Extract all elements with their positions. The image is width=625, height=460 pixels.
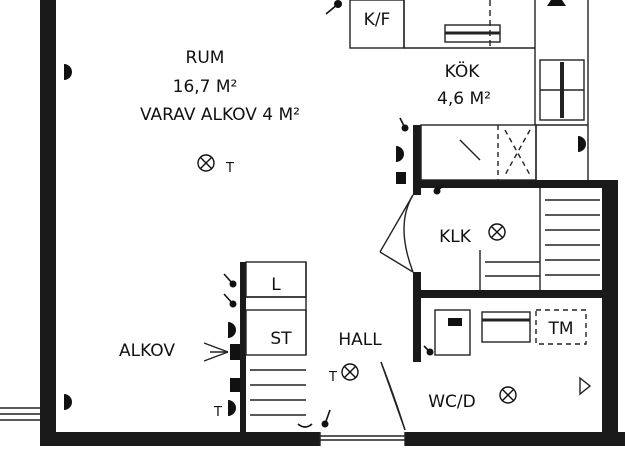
thermostat-mark: T (225, 161, 234, 176)
outlet-icon (396, 146, 404, 162)
room-name-klk: KLK (439, 227, 472, 247)
walls (40, 0, 625, 446)
switch-lines (223, 3, 445, 428)
outlet-icon (578, 136, 586, 152)
room-labels: RUM 16,7 M² VARAV ALKOV 4 M² K/F KÖK 4,6… (119, 10, 574, 420)
room-name-tm: TM (547, 319, 573, 339)
fixture-lines (0, 0, 600, 446)
outlet-icon (64, 64, 72, 80)
room-area-kok: 4,6 M² (437, 89, 491, 109)
outlet-icon (228, 322, 236, 338)
room-name-hall: HALL (338, 330, 382, 350)
outlet-icon (64, 394, 72, 410)
fixture-circles (197, 154, 517, 404)
thermostat-mark: T (328, 370, 337, 385)
light-point-icon (341, 363, 359, 381)
room-note-rum: VARAV ALKOV 4 M² (140, 105, 300, 125)
room-name-l: L (271, 275, 281, 295)
room-name-wcd: WC/D (428, 392, 476, 412)
thermostat-mark: T (213, 405, 222, 420)
light-point-icon (488, 223, 506, 241)
room-name-kok: KÖK (445, 60, 481, 82)
light-point-icon (499, 386, 517, 404)
room-name-alkov: ALKOV (119, 341, 175, 361)
room-name-kf: K/F (364, 10, 391, 30)
light-point-icon (197, 154, 215, 172)
room-name-rum: RUM (186, 48, 225, 68)
room-area-rum: 16,7 M² (173, 77, 238, 97)
room-name-st: ST (270, 329, 292, 349)
outlet-icon (228, 400, 236, 416)
electrical-symbols (64, 0, 586, 428)
